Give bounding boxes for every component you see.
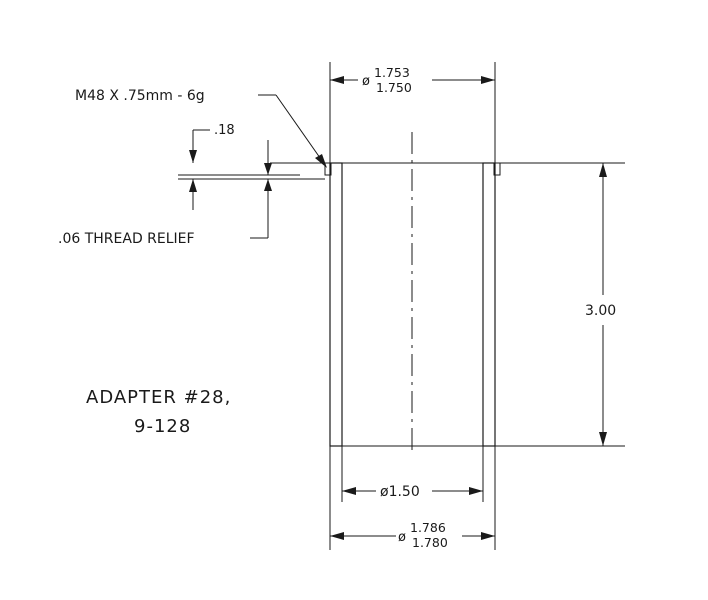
top-diameter-dimension: ø 1.753 1.750 bbox=[329, 62, 496, 163]
inner-arrow-right bbox=[469, 487, 483, 495]
inner-dia-label: ø1.50 bbox=[380, 484, 420, 500]
bottom-dia-upper: 1.786 bbox=[410, 520, 446, 535]
relief-depth-arrow-bottom bbox=[264, 179, 272, 191]
height-arrow-bottom bbox=[599, 432, 607, 446]
top-dia-upper: 1.753 bbox=[374, 65, 410, 80]
height-dimension: 3.00 bbox=[585, 163, 616, 446]
top-arrow-right bbox=[481, 76, 495, 84]
relief-width-dimension: .18 bbox=[178, 123, 325, 210]
title-line-2: 9-128 bbox=[134, 416, 191, 437]
bottom-arrow-right bbox=[481, 532, 495, 540]
bottom-dia-lower: 1.780 bbox=[412, 535, 448, 550]
bottom-dia-symbol: ø bbox=[398, 530, 406, 545]
thread-callout: M48 X .75mm - 6g bbox=[75, 88, 327, 168]
relief-arrow-bottom bbox=[189, 179, 197, 192]
relief-width-label: .18 bbox=[214, 123, 235, 138]
thread-leader-diagonal bbox=[275, 94, 326, 166]
top-arrow-left bbox=[330, 76, 344, 84]
top-dia-lower: 1.750 bbox=[376, 80, 412, 95]
relief-depth-arrow-top bbox=[264, 163, 272, 175]
part-section bbox=[270, 132, 625, 450]
bottom-diameter-dimension: ø 1.786 1.780 bbox=[329, 446, 496, 550]
thread-relief-dimension: .06 THREAD RELIEF bbox=[58, 140, 272, 247]
right-wall-hatch bbox=[482, 162, 496, 447]
bottom-arrow-left bbox=[330, 532, 344, 540]
thread-callout-text: M48 X .75mm - 6g bbox=[75, 88, 205, 104]
relief-callout-text: .06 THREAD RELIEF bbox=[58, 231, 195, 247]
title-line-1: ADAPTER #28, bbox=[86, 387, 231, 408]
inner-arrow-left bbox=[342, 487, 356, 495]
inner-diameter-dimension: ø1.50 bbox=[341, 446, 484, 502]
height-arrow-top bbox=[599, 163, 607, 177]
height-label: 3.00 bbox=[585, 303, 616, 319]
left-wall-hatch bbox=[329, 162, 343, 447]
title-block: ADAPTER #28, 9-128 bbox=[86, 387, 231, 437]
thread-leader-arrow bbox=[315, 154, 327, 168]
top-dia-symbol: ø bbox=[362, 74, 370, 89]
relief-arrow-top bbox=[189, 150, 197, 163]
